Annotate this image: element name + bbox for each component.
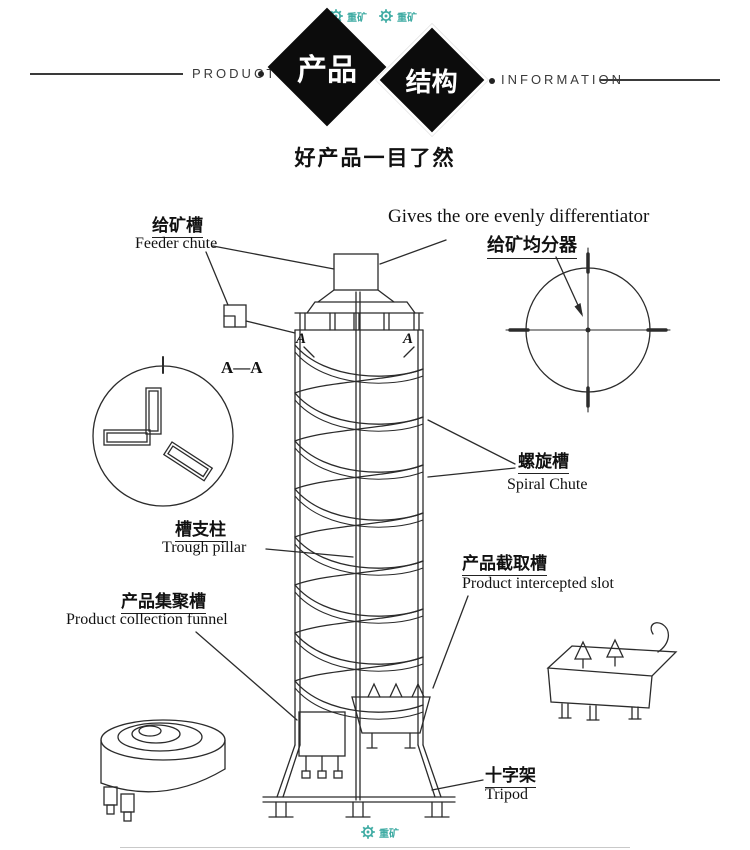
watermark-text: 重矿: [379, 828, 399, 840]
cut-mark-left: A: [296, 331, 307, 347]
watermark-text: 重矿: [397, 12, 417, 24]
section-view-label: A—A: [221, 358, 263, 377]
spiral-chute-label-en: Spiral Chute: [507, 476, 588, 493]
discharge-box: [298, 711, 346, 779]
watermark-bottom: 重矿: [360, 824, 399, 840]
differentiator-label-cn: 给矿均分器: [487, 231, 577, 259]
collection-funnel-detail: [100, 719, 226, 822]
watermark-text: 重矿: [347, 12, 367, 24]
tripod-label-en: Tripod: [485, 786, 528, 803]
gear-icon: [379, 9, 393, 23]
differentiator-label-en: Gives the ore evenly differentiator: [388, 206, 650, 227]
watermark-top-2: 重矿: [378, 8, 417, 24]
header-right-tagline: INFORMATION: [501, 72, 625, 87]
header-right-dot: [489, 78, 495, 84]
page-subtitle: 好产品一目了然: [294, 147, 456, 170]
header-left-tagline: PRODUCT: [192, 66, 278, 81]
cut-mark-right: A: [403, 331, 414, 347]
section-detail: [92, 356, 234, 507]
interceptor-on-tower: [351, 682, 431, 749]
header-left-rule: [30, 73, 183, 75]
interceptor-detail: [546, 622, 678, 721]
trough-pillar-label-cn: 槽支柱: [175, 515, 226, 542]
header-left-dot: [258, 71, 264, 77]
feeder-chute-label-en: Feeder chute: [135, 235, 218, 252]
bottom-divider: [120, 847, 630, 848]
intercepted-slot-label-en: Product intercepted slot: [462, 575, 614, 592]
differentiator-detail: [379, 239, 671, 413]
tripod-label-cn: 十字架: [485, 761, 536, 788]
header-right-rule: [600, 79, 720, 81]
trough-pillar-label-en: Trough pillar: [162, 539, 247, 556]
collection-funnel-label-en: Product collection funnel: [66, 611, 228, 628]
collection-funnel-label-cn: 产品集聚槽: [121, 587, 206, 614]
feeder-chute-label-cn: 给矿槽: [152, 211, 203, 238]
intercepted-slot-label-cn: 产品截取槽: [462, 549, 547, 576]
base-frame: [262, 744, 456, 818]
spiral-chute-label-cn: 螺旋槽: [518, 447, 569, 474]
leader-lines: [195, 245, 516, 791]
spiral-helix: [294, 344, 424, 720]
gear-icon: [361, 825, 375, 839]
